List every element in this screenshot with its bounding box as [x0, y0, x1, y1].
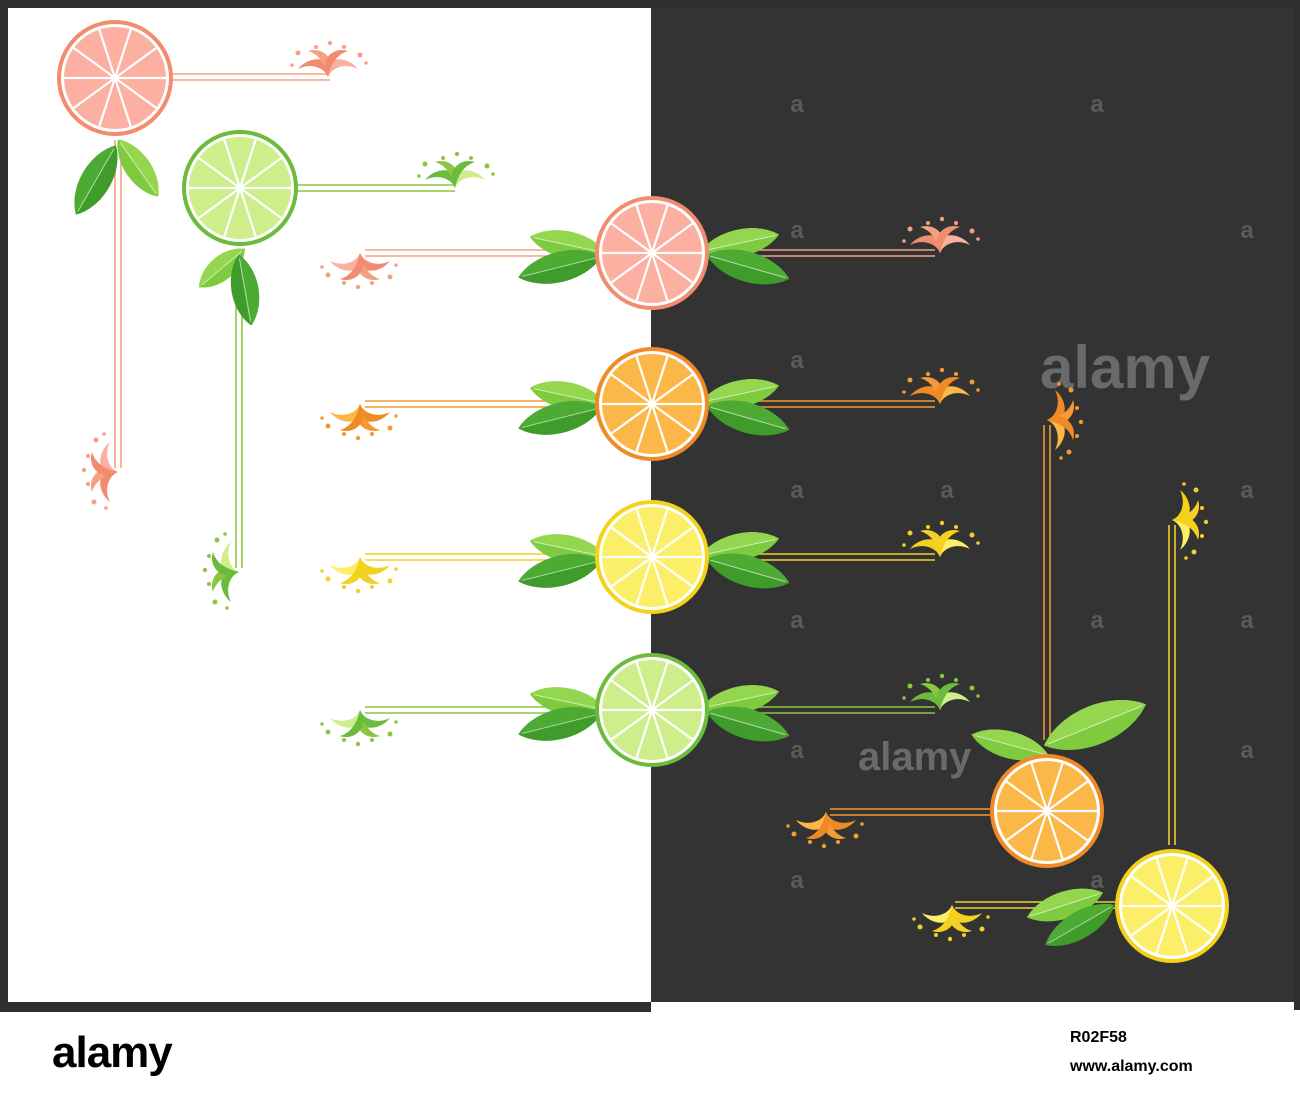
juice-splash-icon — [202, 532, 239, 610]
leaf-icon — [706, 706, 790, 742]
juice-splash-icon — [902, 367, 980, 404]
watermark-mark: a — [1240, 607, 1254, 634]
juice-splash-icon — [81, 432, 118, 510]
juice-splash-icon — [1172, 482, 1209, 560]
watermark-mark: a — [940, 477, 954, 504]
leaf-icon — [518, 707, 602, 741]
leaf-icon — [518, 250, 602, 284]
grapefruit-slice — [57, 20, 173, 136]
leaf-icon — [700, 685, 780, 715]
watermark-wordmark: alamy — [858, 735, 972, 779]
watermark-mark: a — [790, 607, 804, 634]
watermark-mark: a — [1240, 477, 1254, 504]
leaf-icon — [700, 228, 780, 258]
footer-bar — [0, 1012, 1300, 1100]
leaf-icon — [529, 687, 607, 717]
grapefruit-corner-top-left — [57, 20, 368, 510]
lemon-corner-bottom-right — [912, 482, 1229, 963]
grapefruit-divider — [320, 196, 980, 310]
lemon-slice — [595, 500, 709, 614]
leaf-icon — [199, 248, 245, 288]
watermark-mark: a — [1240, 737, 1254, 764]
juice-splash-icon — [417, 151, 495, 188]
watermark-mark: a — [1090, 607, 1104, 634]
orange-slice — [990, 754, 1104, 868]
watermark-mark: a — [790, 867, 804, 894]
watermark-layer: a a a a a a a a a a a a a a a alamy alamy — [790, 91, 1254, 894]
lime-slice — [182, 130, 298, 246]
ornament-layer — [57, 20, 1229, 963]
lime-slice — [595, 653, 709, 767]
leaf-icon — [230, 254, 260, 326]
juice-splash-icon — [786, 812, 864, 849]
orange-corner-bottom-right — [786, 382, 1146, 868]
footer-image-id: R02F58 — [1070, 1029, 1127, 1046]
watermark-mark: a — [790, 477, 804, 504]
watermark-mark: a — [1090, 867, 1104, 894]
juice-splash-icon — [1047, 382, 1084, 460]
lemon-slice — [1115, 849, 1229, 963]
juice-splash-icon — [902, 520, 980, 557]
ornament-rail — [830, 808, 990, 816]
watermark-mark: a — [790, 737, 804, 764]
leaf-icon — [117, 139, 159, 197]
ornament-rail — [170, 73, 330, 81]
leaf-icon — [1026, 888, 1104, 922]
juice-splash-icon — [290, 40, 368, 77]
grapefruit-slice — [595, 196, 709, 310]
watermark-mark: a — [1240, 217, 1254, 244]
ornament-rail — [295, 184, 455, 192]
leaf-icon — [700, 379, 780, 409]
juice-splash-icon — [902, 216, 980, 253]
leaf-icon — [1044, 700, 1146, 750]
watermark-mark: a — [1090, 91, 1104, 118]
ornament-rail — [1168, 525, 1176, 845]
footer-logo: alamy — [52, 1028, 173, 1077]
leaf-icon — [706, 553, 790, 589]
juice-splash-icon — [902, 673, 980, 710]
orange-slice — [595, 347, 709, 461]
juice-splash-icon — [320, 557, 398, 594]
watermark-mark: a — [790, 217, 804, 244]
ornament-rail — [1043, 425, 1051, 740]
leaf-icon — [706, 400, 790, 436]
juice-splash-icon — [320, 404, 398, 441]
leaf-icon — [74, 145, 118, 215]
lemon-divider — [320, 500, 980, 614]
leaf-icon — [518, 401, 602, 435]
leaf-icon — [1045, 904, 1115, 946]
watermark-mark: a — [790, 91, 804, 118]
watermark-wordmark: alamy — [1040, 334, 1211, 401]
lime-divider — [320, 653, 980, 767]
orange-divider — [320, 347, 980, 461]
watermark-mark: a — [790, 347, 804, 374]
footer-url: www.alamy.com — [1070, 1058, 1193, 1075]
leaf-icon — [971, 729, 1049, 761]
juice-splash-icon — [912, 905, 990, 942]
leaf-icon — [706, 249, 790, 285]
juice-splash-icon — [320, 253, 398, 290]
juice-splash-icon — [320, 710, 398, 747]
frame-border — [0, 0, 1300, 1012]
lime-corner-top-left — [182, 130, 495, 610]
leaf-icon — [700, 532, 780, 562]
leaf-icon — [518, 554, 602, 588]
ornament-rail — [114, 140, 122, 468]
